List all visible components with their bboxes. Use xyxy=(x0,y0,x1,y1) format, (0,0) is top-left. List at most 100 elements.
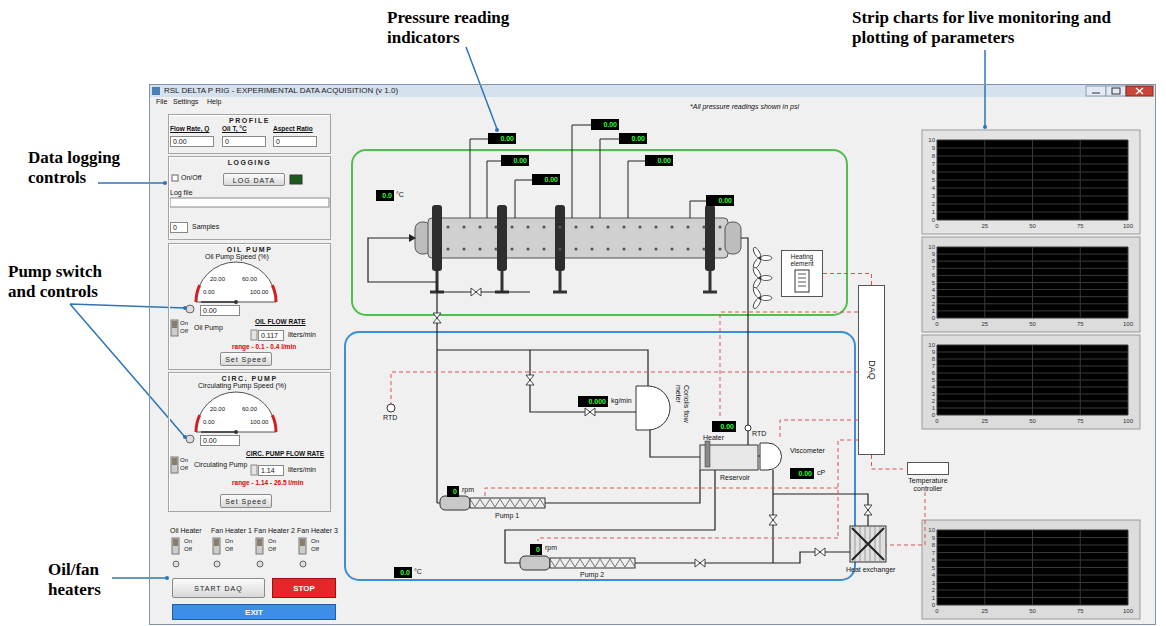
pipework xyxy=(545,470,700,503)
tap-hole xyxy=(542,247,545,250)
chart-grid xyxy=(937,345,938,415)
strip-chart xyxy=(937,345,1128,415)
panel-heading: CIRC. PUMP xyxy=(221,375,277,382)
speed-gauge xyxy=(186,305,194,313)
strip-chart xyxy=(922,130,1140,619)
callout-text: Pump switch and controls xyxy=(8,262,133,301)
signal-wire xyxy=(538,538,838,541)
numeric-indicator: 0.0 xyxy=(376,190,394,201)
process-equipment xyxy=(440,496,470,510)
axis-tick: 0 xyxy=(935,320,938,328)
axis-tick: 9 xyxy=(923,250,935,258)
heat-exchanger xyxy=(875,527,876,561)
axis-tick: 8 xyxy=(923,355,935,363)
chart-grid xyxy=(984,530,985,605)
axis-tick: 7 xyxy=(923,264,935,272)
toggle-switch xyxy=(300,561,306,567)
fan xyxy=(760,296,772,301)
axis-tick: 7 xyxy=(923,549,935,557)
chart-grid xyxy=(937,140,938,220)
signal-wire xyxy=(838,440,858,538)
fan xyxy=(752,266,772,289)
window-frame xyxy=(150,85,1156,625)
tap-hole xyxy=(702,225,705,228)
callout-dot xyxy=(163,181,167,185)
callout-text: Data logging controls xyxy=(28,148,143,187)
heat-exchanger xyxy=(852,528,884,560)
valve xyxy=(864,505,872,515)
heat-exchanger xyxy=(870,527,871,561)
ui-label: RTD xyxy=(383,414,397,422)
process-equipment xyxy=(705,441,710,467)
axis-tick: 50 xyxy=(1029,320,1036,328)
ui-label: °C xyxy=(414,568,422,576)
heating-element-box: Heating element xyxy=(781,250,823,297)
stop-button: STOP xyxy=(272,578,336,598)
callout-dot xyxy=(983,125,987,129)
daq-box: DAQ xyxy=(858,285,885,455)
axis-tick: 7 xyxy=(923,362,935,370)
fan xyxy=(752,286,772,309)
axis-tick: 3 xyxy=(923,579,935,587)
axis-tick: 10 xyxy=(923,341,935,349)
tap-hole xyxy=(510,247,513,250)
ui-label: Viscometer xyxy=(790,447,825,455)
axis-tick: 100 xyxy=(1123,607,1133,615)
speed-gauge xyxy=(234,300,238,304)
axis-tick: 50 xyxy=(1029,417,1036,425)
tap-hole xyxy=(638,225,641,228)
strip-chart xyxy=(922,520,1140,619)
axis-tick: 0 xyxy=(935,222,938,230)
callout-dot xyxy=(183,306,187,310)
ui-label: Oil Pump Speed (%) xyxy=(205,253,269,261)
numeric-indicator: 0.0 xyxy=(394,567,412,578)
ui-label: Circulating Pump Speed (%) xyxy=(198,382,286,390)
gauge-scale: On xyxy=(268,538,276,545)
speed-gauge xyxy=(186,435,194,443)
axis-tick: 3 xyxy=(923,192,935,200)
gauge-scale: 60.00 xyxy=(242,276,257,283)
component-label: Coriolis flow meter xyxy=(674,385,690,431)
button-label: LOG DATA xyxy=(233,176,275,183)
push-button: Set Speed xyxy=(220,494,272,508)
toggle-switch xyxy=(300,539,305,546)
speed-gauge xyxy=(201,301,236,303)
ui-label: rpm xyxy=(462,486,474,494)
toggle-switch xyxy=(173,561,179,567)
ui-label: cP xyxy=(817,469,825,477)
gauge-scale: 20.00 xyxy=(210,276,225,283)
field-header: CIRC. PUMP FLOW RATE xyxy=(246,450,324,458)
heating-element-icon xyxy=(781,250,823,297)
toggle-switch xyxy=(171,320,178,336)
ui-label: RTD xyxy=(752,430,766,438)
axis-tick: 6 xyxy=(923,556,935,564)
axis-tick: 0 xyxy=(935,417,938,425)
tap-hole xyxy=(558,247,561,250)
axis-tick: 9 xyxy=(923,144,935,152)
window-frame xyxy=(150,85,1155,97)
process-equipment xyxy=(387,404,395,412)
axis-tick: 0 xyxy=(923,216,935,224)
valve xyxy=(695,559,705,567)
gauge-scale: 100.00 xyxy=(250,419,268,426)
box-label: Heating element xyxy=(783,253,821,267)
tap-hole xyxy=(574,225,577,228)
numeric-indicator: 0.00 xyxy=(619,133,647,144)
chart-grid xyxy=(1128,140,1129,220)
logging-widgets xyxy=(170,198,329,207)
ui-label: Heat exchanger xyxy=(846,566,895,574)
ui-label: File xyxy=(156,98,167,106)
value-field: 0.00 xyxy=(170,136,214,147)
tap-hole xyxy=(494,247,497,250)
callout-dot xyxy=(163,125,987,580)
chart-grid xyxy=(984,345,985,415)
control-panel: PROFILE xyxy=(168,114,331,154)
control-panel: OIL PUMPSet Speed xyxy=(168,243,331,370)
axis-tick: 4 xyxy=(923,184,935,192)
chart-grid xyxy=(1128,530,1129,605)
axis-tick: 7 xyxy=(923,160,935,168)
gauge-scale: On xyxy=(311,538,319,545)
numeric-indicator: 0.00 xyxy=(712,421,736,432)
window-frame xyxy=(1106,86,1126,96)
axis-tick: 0 xyxy=(923,314,935,322)
